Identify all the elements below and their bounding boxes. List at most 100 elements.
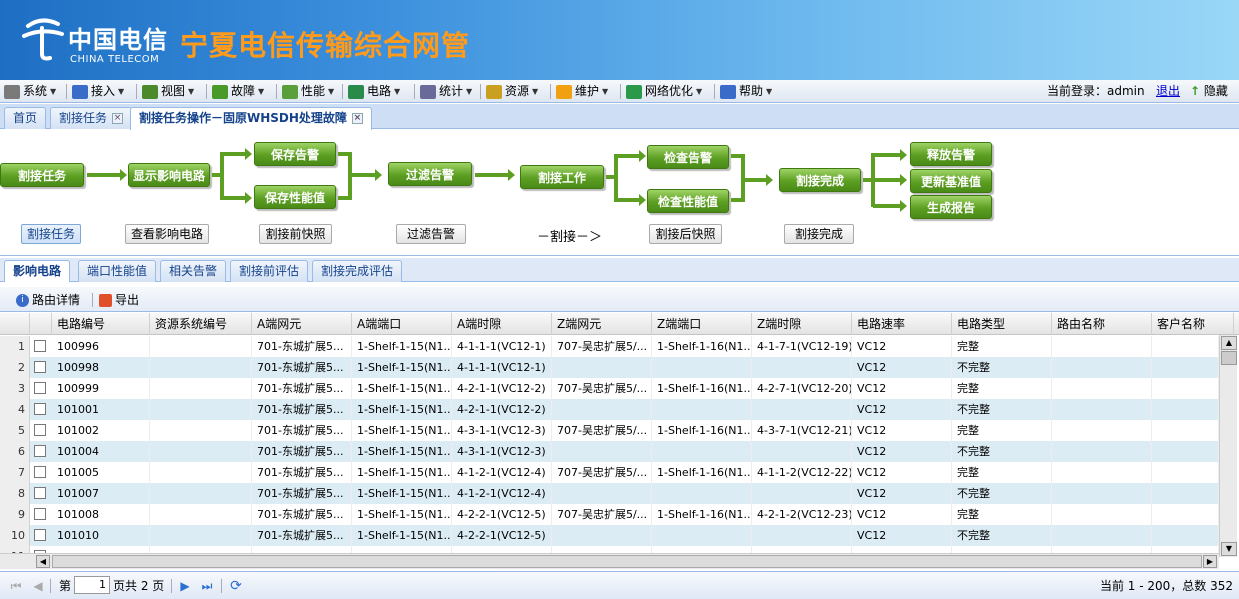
flow-node-task[interactable]: 割接任务 — [0, 163, 84, 187]
subtab-3[interactable]: 割接前评估 — [230, 260, 309, 282]
flow-node-release-alarm[interactable]: 释放告警 — [910, 142, 992, 166]
scroll-thumb[interactable] — [1221, 351, 1237, 365]
table-cell — [652, 525, 752, 546]
hide-button[interactable]: ↑ 隐藏 — [1190, 82, 1228, 101]
flow-node-cut-done[interactable]: 割接完成 — [779, 168, 861, 192]
column-header[interactable]: Z端网元 — [552, 313, 652, 335]
menu-pen[interactable]: 接入▼ — [72, 82, 124, 101]
step-pre-snapshot-button[interactable]: 割接前快照 — [259, 224, 332, 244]
flow-node-cut-work[interactable]: 割接工作 — [520, 165, 604, 189]
chart-icon — [282, 84, 298, 99]
flow-node-save-alarm[interactable]: 保存告警 — [254, 142, 336, 166]
table-cell: 1-Shelf-1-16(N1... — [652, 420, 752, 441]
step-cut-done-button[interactable]: 割接完成 — [784, 224, 854, 244]
menu-report[interactable]: 统计▼ — [420, 82, 472, 101]
refresh-icon[interactable]: ⟳ — [230, 578, 242, 594]
column-header[interactable]: A端时隙 — [452, 313, 552, 335]
logout-link[interactable]: 退出 — [1156, 84, 1181, 98]
prev-page-icon[interactable]: ◀ — [33, 579, 43, 593]
menu-globe[interactable]: 网络优化▼ — [626, 82, 702, 101]
flow-node-update-baseline[interactable]: 更新基准值 — [910, 169, 992, 193]
menu-gear[interactable]: 系统▼ — [4, 82, 56, 101]
flow-node-save-perf[interactable]: 保存性能值 — [254, 185, 336, 209]
subtab-0[interactable]: 影响电路 — [4, 260, 71, 282]
row-checkbox[interactable] — [34, 445, 46, 457]
vertical-scrollbar[interactable]: ▲ ▼ — [1219, 335, 1237, 557]
step-post-snapshot-button[interactable]: 割接后快照 — [649, 224, 722, 244]
step-task-button[interactable]: 割接任务 — [21, 224, 81, 244]
flow-node-filter-alarm[interactable]: 过滤告警 — [388, 162, 472, 186]
table-cell — [552, 525, 652, 546]
row-checkbox[interactable] — [34, 508, 46, 520]
hscroll-thumb[interactable] — [52, 555, 1202, 568]
flow-node-show-circuits[interactable]: 显示影响电路 — [128, 163, 210, 187]
column-header[interactable]: A端端口 — [352, 313, 452, 335]
horizontal-scrollbar[interactable]: ◀ ▶ — [0, 553, 1219, 569]
menu-help[interactable]: 帮助▼ — [720, 82, 772, 101]
tab-1[interactable]: 割接任务× — [50, 107, 133, 129]
menu-circuit[interactable]: 电路▼ — [348, 82, 400, 101]
row-checkbox[interactable] — [34, 403, 46, 415]
next-page-icon[interactable]: ▶ — [180, 579, 190, 593]
menu-monitor[interactable]: 视图▼ — [142, 82, 194, 101]
column-header[interactable]: Z端时隙 — [752, 313, 852, 335]
table-cell: 701-东城扩展5... — [252, 504, 352, 525]
scroll-down-icon[interactable]: ▼ — [1221, 542, 1237, 556]
step-filter-alarm-button[interactable]: 过滤告警 — [396, 224, 466, 244]
menu-resource[interactable]: 资源▼ — [486, 82, 538, 101]
menu-lightning[interactable]: 维护▼ — [556, 82, 608, 101]
flow-line — [338, 152, 350, 156]
menu-chart[interactable]: 性能▼ — [282, 82, 334, 101]
column-header[interactable]: 路由名称 — [1052, 313, 1152, 335]
menu-bug[interactable]: 故障▼ — [212, 82, 264, 101]
flow-node-check-alarm[interactable]: 检查告警 — [647, 145, 729, 169]
route-detail-button[interactable]: i 路由详情 — [16, 290, 80, 310]
menu-divider — [550, 84, 551, 99]
step-view-circuits-button[interactable]: 查看影响电路 — [125, 224, 209, 244]
scroll-left-icon[interactable]: ◀ — [36, 555, 50, 568]
close-icon[interactable]: × — [112, 113, 124, 124]
row-checkbox[interactable] — [34, 382, 46, 394]
scroll-up-icon[interactable]: ▲ — [1221, 336, 1237, 350]
page-number-input[interactable]: 1 — [74, 576, 110, 594]
close-icon[interactable]: × — [351, 113, 363, 124]
table-cell: 101007 — [52, 483, 150, 504]
export-button[interactable]: 导出 — [99, 290, 139, 310]
flow-node-check-perf[interactable]: 检查性能值 — [647, 189, 729, 213]
table-cell: 4-1-2-1(VC12-4) — [452, 483, 552, 504]
row-checkbox[interactable] — [34, 487, 46, 499]
tab-2[interactable]: 割接任务操作－固原WHSDH处理故障× — [130, 107, 372, 130]
flow-node-gen-report[interactable]: 生成报告 — [910, 195, 992, 219]
select-all-header[interactable] — [30, 313, 52, 335]
column-header[interactable]: 客户名称 — [1152, 313, 1234, 335]
last-page-icon[interactable]: ⏭ — [201, 579, 213, 593]
row-checkbox[interactable] — [34, 340, 46, 352]
tab-0[interactable]: 首页 — [4, 107, 47, 129]
row-checkbox[interactable] — [34, 361, 46, 373]
column-header[interactable]: 电路速率 — [852, 313, 952, 335]
first-page-icon[interactable]: ⏮ — [10, 579, 22, 593]
subtab-4[interactable]: 割接完成评估 — [312, 260, 403, 282]
column-header[interactable]: 电路类型 — [952, 313, 1052, 335]
column-header[interactable]: 资源系统编号 — [150, 313, 252, 335]
row-checkbox[interactable] — [34, 529, 46, 541]
column-header[interactable]: 电路编号 — [52, 313, 150, 335]
subtab-1[interactable]: 端口性能值 — [78, 260, 157, 282]
column-header[interactable]: A端网元 — [252, 313, 352, 335]
row-checkbox[interactable] — [34, 466, 46, 478]
scroll-right-icon[interactable]: ▶ — [1203, 555, 1217, 568]
table-cell — [752, 483, 852, 504]
column-header[interactable]: Z端端口 — [652, 313, 752, 335]
row-checkbox[interactable] — [34, 424, 46, 436]
subtab-2[interactable]: 相关告警 — [160, 260, 227, 282]
